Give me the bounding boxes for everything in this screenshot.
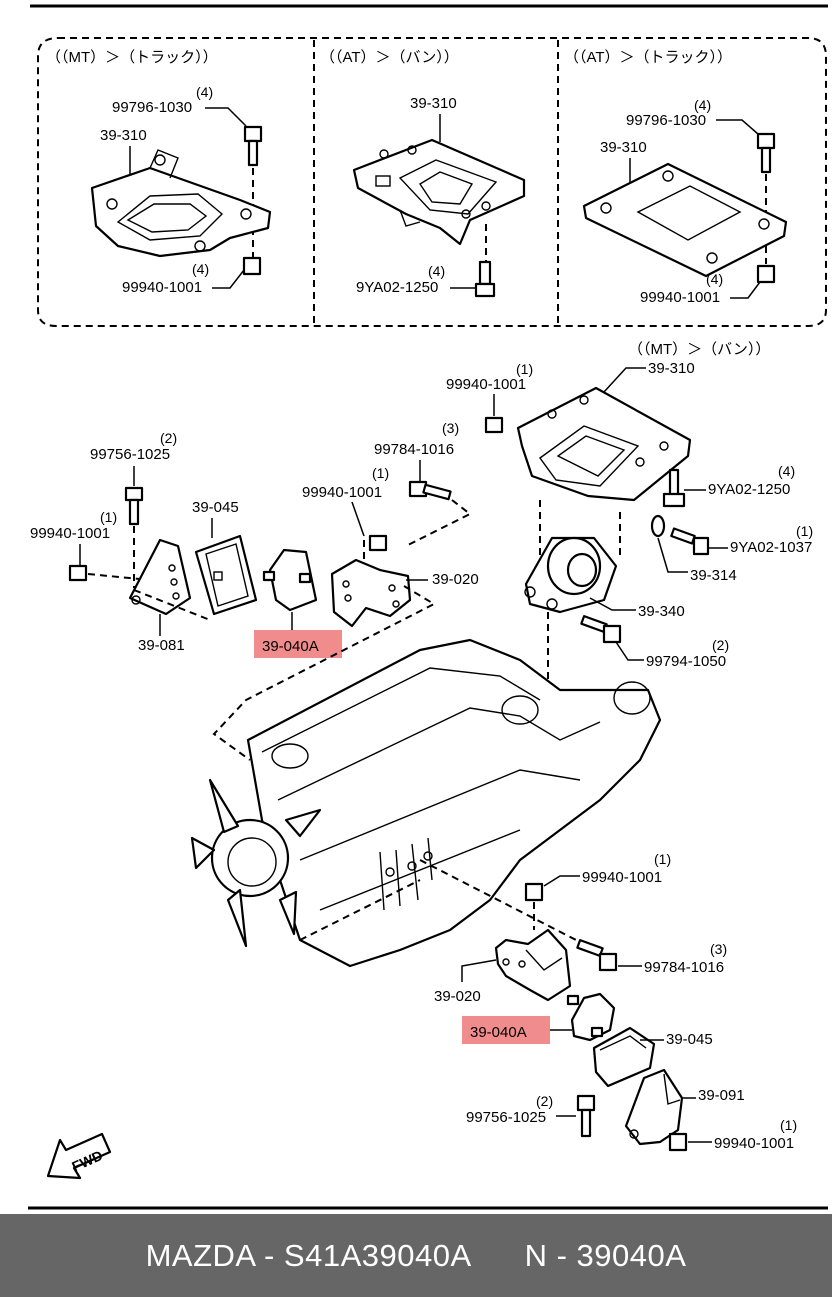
b-mount-highlight (462, 1016, 550, 1044)
b-bracket-icon (494, 928, 572, 1002)
m-nut-mid-qty: (1) (372, 465, 389, 481)
fwd-arrow-icon: FWD (46, 1132, 112, 1180)
lower-assembly: (1) 99940-1001 39-020 (3) 99784-1016 39-… (299, 851, 797, 1152)
m-bracket-label: 39-020 (432, 571, 479, 588)
p3-bolt-label: 99796-1030 (626, 112, 706, 129)
m-mount-icon (262, 548, 318, 612)
b-insulator-icon (592, 1026, 656, 1088)
b-bracket-right-icon (624, 1068, 684, 1146)
m-bolt-1016-qty: (3) (442, 420, 459, 436)
b-bolt-1016-qty: (3) (710, 941, 727, 957)
panel-header-mt-van: （（MT）＞（バン）） (628, 341, 770, 358)
b-insul-label: 39-045 (666, 1031, 713, 1048)
m-bracket-left-icon (128, 538, 192, 616)
b-nut-top-label: 99940-1001 (582, 869, 662, 886)
main-assembly: （（MT）＞（バン）） 39-310 (1) 99940-1001 (4) 9Y… (30, 341, 813, 761)
p1-nut-icon (242, 256, 262, 276)
p3-nut-label: 99940-1001 (640, 289, 720, 306)
m-bolt-1037-icon (670, 527, 710, 556)
m-insul-label: 39-045 (192, 499, 239, 516)
b-nut-icon (668, 1132, 688, 1152)
b-bolt-1025-qty: (2) (536, 1093, 553, 1109)
b-nut-label: 99940-1001 (714, 1135, 794, 1152)
panel-header-at-truck: （（AT）＞（トラック）） (564, 49, 732, 66)
m-bolt-1016-label: 99784-1016 (374, 441, 454, 458)
m-mount-highlight (254, 630, 342, 658)
b-bolt-1016-icon (576, 939, 618, 972)
p3-nut-icon (756, 264, 776, 284)
p1-bolt-qty: (4) (196, 84, 213, 100)
engine-block-icon (190, 638, 662, 968)
p3-plate-label: 39-310 (600, 139, 647, 156)
b-bolt-1025-label: 99756-1025 (466, 1109, 546, 1126)
p2-mount-plate-icon (352, 138, 526, 246)
m-bolt-1016-icon (408, 480, 452, 501)
m-bolt-1050-icon (580, 615, 622, 644)
m-nut-left-icon (68, 564, 88, 582)
b-nut-top-qty: (1) (654, 851, 671, 867)
m-nut-top-icon (484, 416, 504, 434)
p1-mount-plate-icon (90, 149, 272, 258)
m-bolt-1037-label: 9YA02-1037 (730, 539, 812, 556)
p2-plate-label: 39-310 (410, 95, 457, 112)
m-nut-left-label: 99940-1001 (30, 525, 110, 542)
b-bolt-1025-icon (576, 1094, 596, 1138)
m-washer-icon (650, 514, 666, 538)
b-bracket-right-label: 39-091 (698, 1087, 745, 1104)
m-bolt-1050-label: 99794-1050 (646, 653, 726, 670)
m-bolt-1025-icon (124, 486, 144, 526)
p2-bolt-icon (474, 260, 496, 298)
m-bracket-left-label: 39-081 (138, 637, 185, 654)
p1-bolt-label: 99796-1030 (112, 99, 192, 116)
footer-bar: MAZDA - S41A39040A N - 39040A (0, 1214, 832, 1297)
m-rear-mount-label: 39-340 (638, 603, 685, 620)
panel-header-at-van: （（AT）＞（バン）） (320, 49, 459, 66)
panel-at-truck: (4) 99796-1030 39-310 (4) 99940-1001 (582, 97, 788, 306)
p1-plate-label: 39-310 (100, 127, 147, 144)
b-mount-label: 39-040A (470, 1024, 527, 1041)
panel-at-van: 39-310 (4) 9YA02-1250 (352, 95, 526, 298)
b-bracket-label: 39-020 (434, 988, 481, 1005)
m-nut-top-qty: (1) (516, 361, 533, 377)
b-nut-qty: (1) (780, 1117, 797, 1133)
m-nut-left-qty: (1) (100, 509, 117, 525)
parts-diagram: （（MT）＞（トラック）） （（AT）＞（バン）） （（AT）＞（トラック）） … (28, 4, 828, 1210)
m-bolt-1037-qty: (1) (796, 523, 813, 539)
m-rear-mount-icon (524, 536, 618, 614)
m-bolt-1250-qty: (4) (778, 463, 795, 479)
p3-mount-plate-icon (582, 162, 788, 278)
m-nut-top-label: 99940-1001 (446, 376, 526, 393)
footer-text: MAZDA - S41A39040A N - 39040A (145, 1237, 687, 1273)
m-bolt-1025-label: 99756-1025 (90, 446, 170, 463)
p3-bolt-icon (756, 132, 776, 264)
m-mount-plate-icon (516, 386, 692, 502)
b-mount-icon (566, 992, 616, 1042)
p1-nut-qty: (4) (192, 261, 209, 277)
panel-header-mt-truck: （（MT）＞（トラック）） (46, 49, 218, 66)
p3-bolt-qty: (4) (694, 97, 711, 113)
p2-bolt-label: 9YA02-1250 (356, 279, 438, 296)
m-bolt-1250-icon (662, 468, 686, 508)
m-washer-label: 39-314 (690, 567, 737, 584)
p1-bolt-icon (243, 125, 263, 258)
panel-mt-truck: (4) 99796-1030 39-310 (4) 99940-1001 (90, 84, 272, 296)
m-mount-label: 39-040A (262, 638, 319, 655)
m-bracket-icon (330, 558, 412, 628)
p2-bolt-qty: (4) (428, 263, 445, 279)
m-bolt-1050-qty: (2) (712, 637, 729, 653)
m-insulator-icon (194, 534, 258, 616)
variants-box (37, 37, 827, 327)
p3-nut-qty: (4) (706, 271, 723, 287)
m-bolt-1025-qty: (2) (160, 430, 177, 446)
m-plate-label: 39-310 (648, 360, 695, 377)
m-nut-mid-label: 99940-1001 (302, 484, 382, 501)
m-nut-mid-icon (368, 534, 388, 552)
b-bolt-1016-label: 99784-1016 (644, 959, 724, 976)
p1-nut-label: 99940-1001 (122, 279, 202, 296)
m-bolt-1250-label: 9YA02-1250 (708, 481, 790, 498)
b-nut-top-icon (524, 882, 544, 902)
